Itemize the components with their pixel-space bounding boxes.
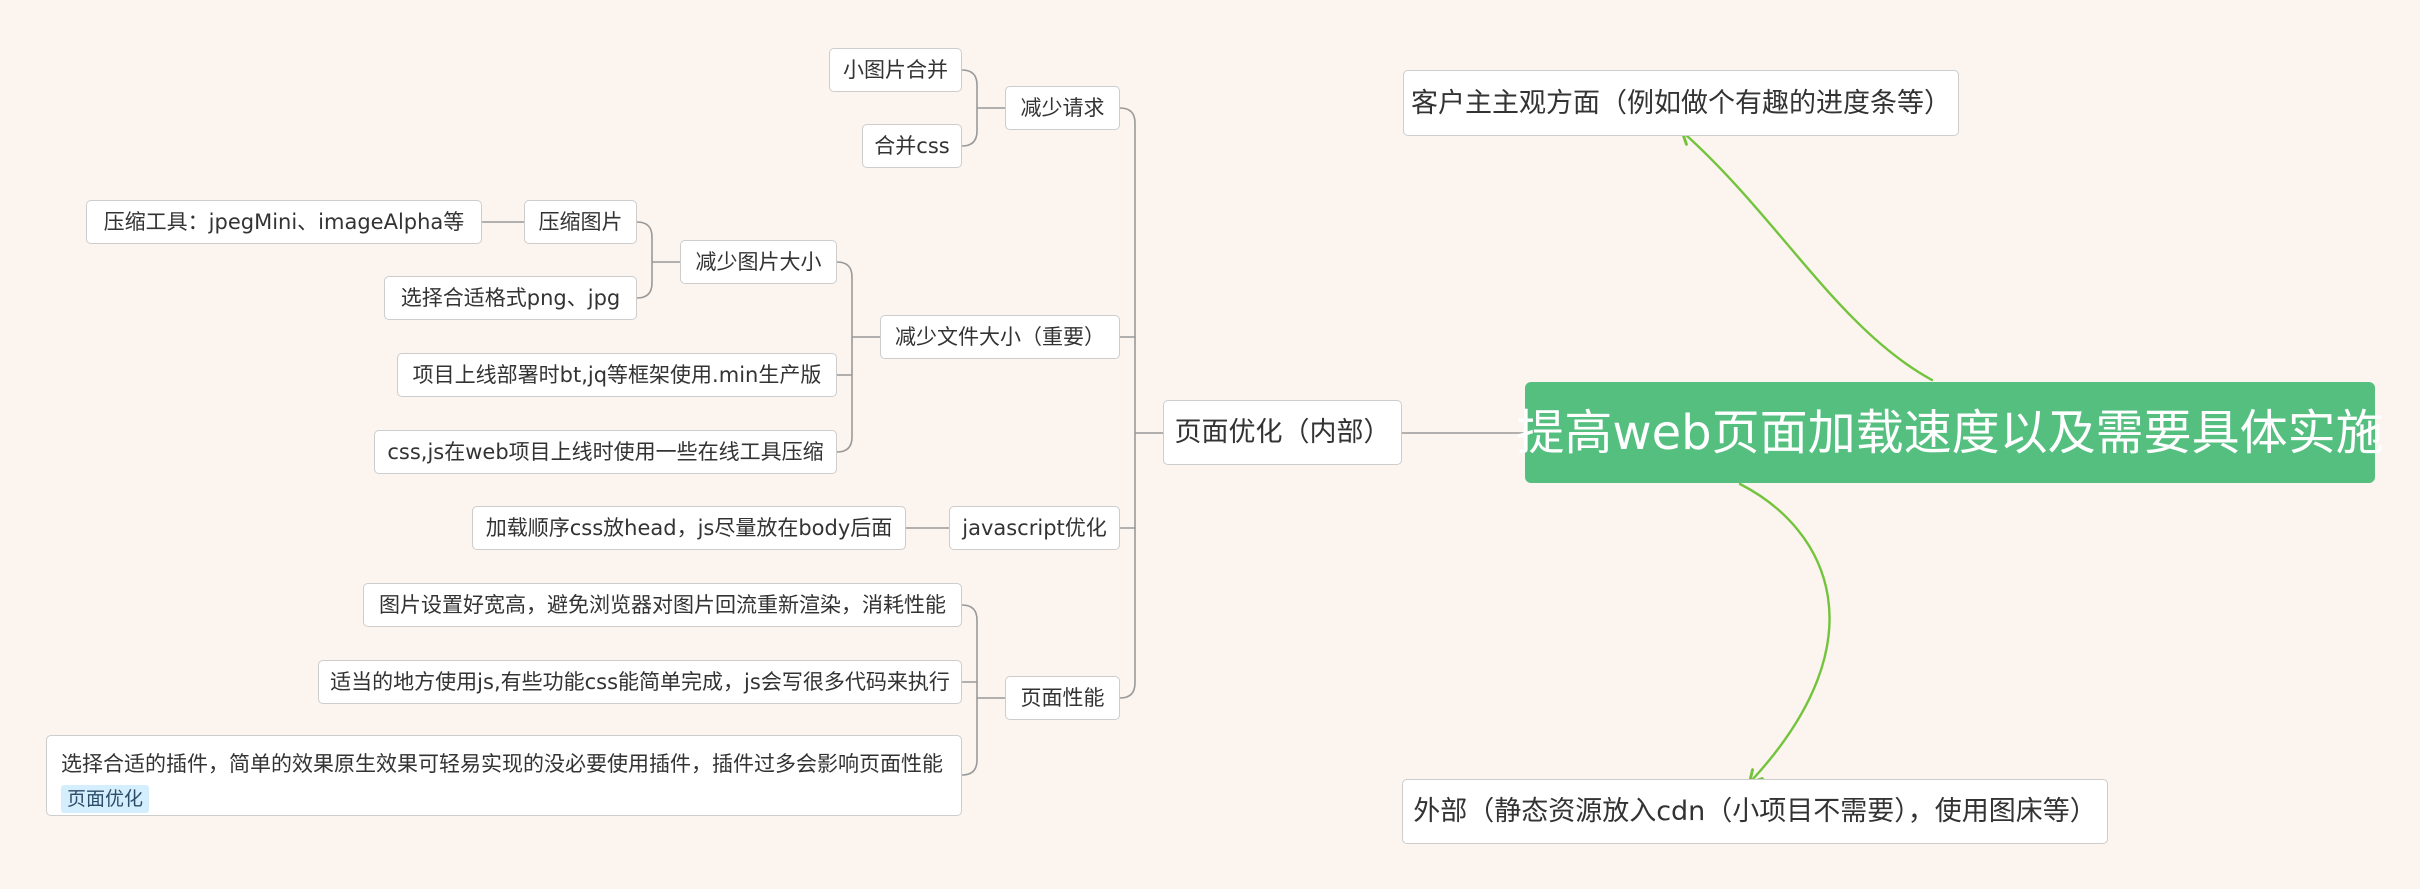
online-compress-node[interactable]: css,js在web项目上线时使用一些在线工具压缩 (374, 430, 837, 474)
root-topic[interactable]: 提高web页面加载速度以及需要具体实施 (1516, 382, 2384, 483)
connector-performance (961, 604, 1006, 776)
reduce-requests-node[interactable]: 减少请求 (1005, 86, 1120, 130)
compress-tool-node[interactable]: 压缩工具：jpegMini、imageAlpha等 (86, 200, 482, 244)
page-performance-node[interactable]: 页面性能 (1005, 676, 1120, 720)
subjective-topic[interactable]: 客户主主观方面（例如做个有趣的进度条等） (1403, 70, 1959, 136)
min-build-node[interactable]: 项目上线部署时bt,jq等框架使用.min生产版 (397, 353, 837, 397)
connector-internal-trunk (1119, 107, 1164, 699)
merge-css-node[interactable]: 合并css (862, 124, 962, 168)
plugins-text: 选择合适的插件，简单的效果原生效果可轻易实现的没必要使用插件，插件过多会影响页面… (61, 752, 943, 776)
compress-images-node[interactable]: 压缩图片 (524, 200, 637, 244)
internal-topic[interactable]: 页面优化（内部） (1163, 400, 1402, 465)
connector-reduce-image-size (636, 221, 681, 299)
external-topic[interactable]: 外部（静态资源放入cdn（小项目不需要），使用图床等） (1402, 779, 2108, 844)
plugins-node[interactable]: 选择合适的插件，简单的效果原生效果可轻易实现的没必要使用插件，插件过多会影响页面… (46, 735, 962, 816)
javascript-optimize-node[interactable]: javascript优化 (949, 506, 1120, 550)
use-js-node[interactable]: 适当的地方使用js,有些功能css能简单完成，js会写很多代码来执行 (318, 660, 962, 704)
arrow-to-subjective (1686, 135, 1934, 382)
merge-small-images-node[interactable]: 小图片合并 (829, 48, 962, 92)
load-order-node[interactable]: 加载顺序css放head，js尽量放在body后面 (472, 506, 906, 550)
reduce-file-size-node[interactable]: 减少文件大小（重要） (880, 315, 1120, 359)
page-optimize-tag[interactable]: 页面优化 (61, 785, 150, 813)
connector-reduce-requests (961, 69, 1006, 147)
connector-reduce-file-size (836, 261, 881, 453)
connector-internal-branches (1119, 336, 1136, 529)
image-format-node[interactable]: 选择合适格式png、jpg (384, 276, 637, 320)
reduce-image-size-node[interactable]: 减少图片大小 (680, 240, 837, 284)
arrow-to-external (1738, 482, 1831, 779)
image-dimensions-node[interactable]: 图片设置好宽高，避免浏览器对图片回流重新渲染，消耗性能 (363, 583, 962, 627)
